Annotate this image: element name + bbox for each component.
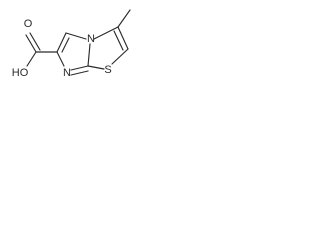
- bond-c6-n: [56, 51, 65, 67]
- bond-n-bridge-c5: [65, 32, 87, 40]
- sulfur-label: S: [104, 64, 111, 76]
- bond-c-oh: [26, 51, 37, 67]
- ring-nitrogen-label: N: [63, 67, 71, 79]
- imidazothiazole-carboxylic-acid-structure: O HO N N S: [12, 9, 131, 79]
- bond-carbonyl-right: [29, 32, 41, 51]
- bond-c5-c6: [56, 32, 67, 53]
- bond-carbonyl-left: [25, 34, 37, 53]
- bridgehead-nitrogen-label: N: [87, 33, 95, 45]
- hydroxyl-label: HO: [12, 67, 29, 79]
- bond-c7a-n-bridge: [87, 43, 91, 67]
- bond-n-c7a-double: [70, 70, 89, 76]
- carbonyl-oxygen-label: O: [24, 18, 33, 30]
- bond-c2-s: [111, 48, 129, 65]
- bond-c3-c2: [117, 26, 129, 50]
- bond-c5-c6-double: [61, 37, 70, 53]
- bond-c3-c2-double: [113, 30, 124, 51]
- bond-n-c7a: [70, 65, 89, 71]
- bond-n-bridge-c3: [93, 26, 119, 40]
- bond-s-c7a: [87, 65, 105, 70]
- methyl-bond: [117, 9, 131, 28]
